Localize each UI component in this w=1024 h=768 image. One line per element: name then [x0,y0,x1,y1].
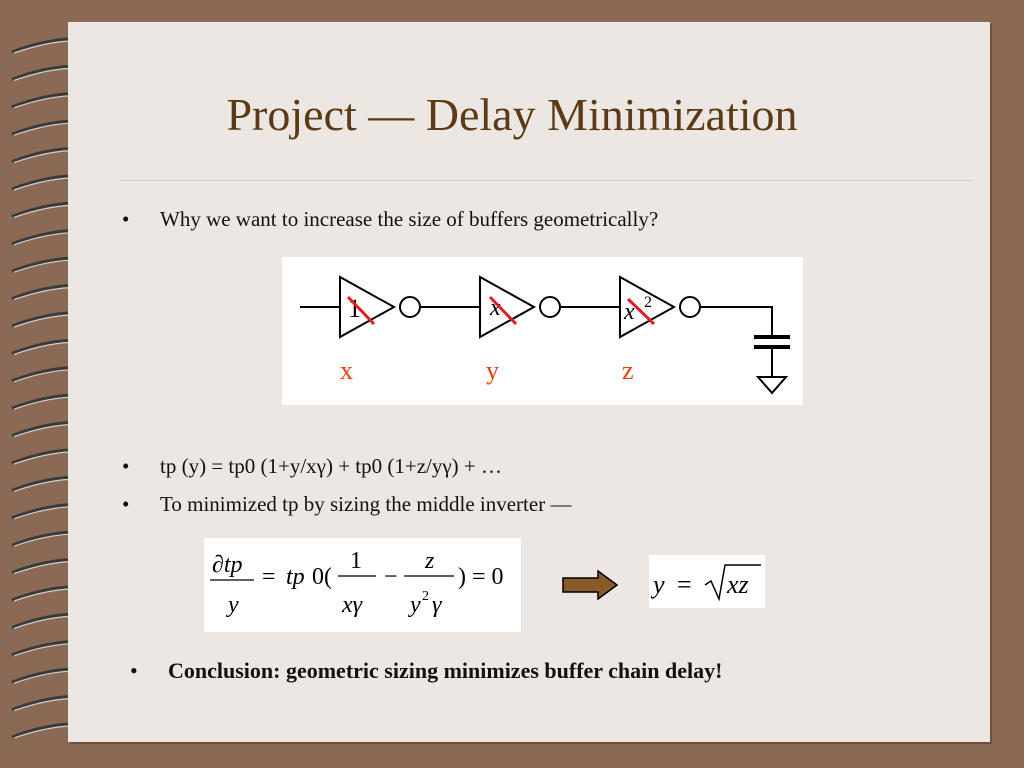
inverter-2-bubble [539,296,561,318]
node-label-y: y [486,356,499,385]
inverter-1-bubble [399,296,421,318]
result-equation: y = xz [649,555,765,608]
ground-icon [755,376,789,395]
bullet-symbol: • [122,454,130,478]
result-y: y [650,570,665,599]
node-label-x: x [340,356,353,385]
inverter-3-label: x [623,299,635,325]
derivative-equation: ∂tp y = tp 0( 1 xγ − z y 2 γ ) = 0 [204,538,521,632]
bullet-item: • Conclusion: geometric sizing minimizes… [130,658,722,684]
bullet-text: tp (y) = tp0 (1+y/xγ) + tp0 (1+z/yγ) + … [160,454,502,478]
eq-tp: tp [286,564,305,590]
title-divider [120,180,972,181]
eq-equals: = [262,564,276,590]
eq-close: ) = 0 [458,564,504,590]
strike-mark [488,295,518,326]
bullet-symbol: • [122,492,130,516]
result-equals: = [677,570,692,599]
bullet-item: • To minimized tp by sizing the middle i… [122,492,571,517]
slide-title: Project — Delay Minimization [226,89,798,140]
bullet-symbol: • [130,658,138,683]
inverter-2-label: x [489,295,501,321]
eq-y: y [408,592,421,618]
eq-one: 1 [350,548,362,574]
output-wire [700,306,773,337]
result-xz: xz [726,570,749,599]
eq-minus: − [384,564,398,590]
eq-z: z [424,548,435,574]
bullet-item: • Why we want to increase the size of bu… [122,207,658,232]
eq-gamma: γ [432,592,442,618]
implies-arrow-icon [562,570,618,600]
inverter-3 [619,275,677,339]
eq-numerator: ∂tp [212,552,243,578]
conclusion-text: Conclusion: geometric sizing minimizes b… [168,658,723,683]
strike-mark [626,297,656,326]
inverter-2 [479,275,537,339]
bullet-item: • tp (y) = tp0 (1+y/xγ) + tp0 (1+z/yγ) +… [122,454,502,479]
bullet-text: Why we want to increase the size of buff… [160,207,659,231]
inverter-1 [339,275,397,339]
eq-zero-paren: 0( [312,564,332,590]
inverter-3-exponent: 2 [644,294,652,311]
eq-denominator: y [226,592,239,618]
bullet-text: To minimized tp by sizing the middle inv… [160,492,572,516]
square-root-icon [704,564,761,602]
eq-square: 2 [422,589,429,604]
strike-mark [346,295,376,326]
eq-xgamma: xγ [341,592,363,618]
inverter-chain-diagram: 1 x x 2 x y z [282,257,803,405]
node-label-z: z [622,356,634,385]
inverter-3-bubble [679,296,701,318]
bullet-symbol: • [122,207,130,231]
